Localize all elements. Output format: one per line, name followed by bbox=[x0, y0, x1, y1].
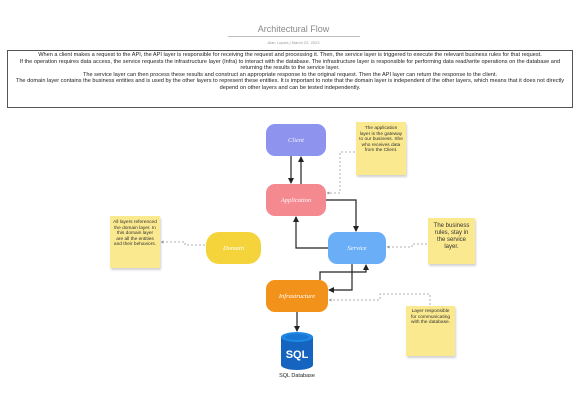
client-node-label: Client bbox=[288, 136, 304, 144]
description-paragraph: The service layer can then process these… bbox=[82, 71, 498, 78]
application-node[interactable]: Application bbox=[266, 184, 326, 216]
title-divider bbox=[228, 36, 360, 37]
description-box: When a client makes a request to the API… bbox=[7, 50, 573, 108]
infrastructure-note[interactable]: Layer responsible for communicating with… bbox=[406, 306, 455, 356]
client-node[interactable]: Client bbox=[266, 124, 326, 156]
domain-node[interactable]: Domain bbox=[206, 232, 261, 264]
domain-note[interactable]: All layers referenced the domain layer. … bbox=[110, 216, 160, 268]
service-node-label: Service bbox=[347, 244, 367, 252]
service-node[interactable]: Service bbox=[328, 232, 386, 264]
edge-infrastructure-to-service bbox=[319, 264, 369, 280]
page-subtitle: Alan Loyola | March 22, 2023 bbox=[267, 40, 320, 45]
description-paragraph: The domain layer contains the business e… bbox=[15, 78, 565, 91]
edge-service-to-infrastructure bbox=[328, 264, 353, 293]
database-label: SQL Database bbox=[279, 373, 315, 379]
edge-application-to-service bbox=[326, 199, 359, 232]
description-paragraph: If the operation requires data access, t… bbox=[19, 58, 561, 72]
note-link-infrastructure bbox=[328, 293, 431, 305]
description-paragraph: When a client makes a request to the API… bbox=[38, 52, 542, 58]
infrastructure-node-label: Infrastructure bbox=[278, 292, 316, 300]
edge-service-to-application bbox=[293, 216, 328, 249]
sql-database-icon[interactable]: SQL bbox=[279, 331, 315, 371]
service-note[interactable]: The business rules, stay in the service … bbox=[428, 218, 475, 264]
application-note[interactable]: The application layer is the gateway to … bbox=[356, 122, 406, 175]
application-node-label: Application bbox=[280, 196, 312, 204]
domain-node-label: Domain bbox=[223, 244, 244, 252]
note-link-application bbox=[326, 151, 355, 195]
infrastructure-node[interactable]: Infrastructure bbox=[266, 280, 328, 312]
page-title: Architectural Flow bbox=[257, 24, 330, 34]
sql-icon-text: SQL bbox=[286, 349, 309, 361]
note-link-domain bbox=[160, 240, 205, 246]
note-link-service bbox=[386, 243, 427, 249]
